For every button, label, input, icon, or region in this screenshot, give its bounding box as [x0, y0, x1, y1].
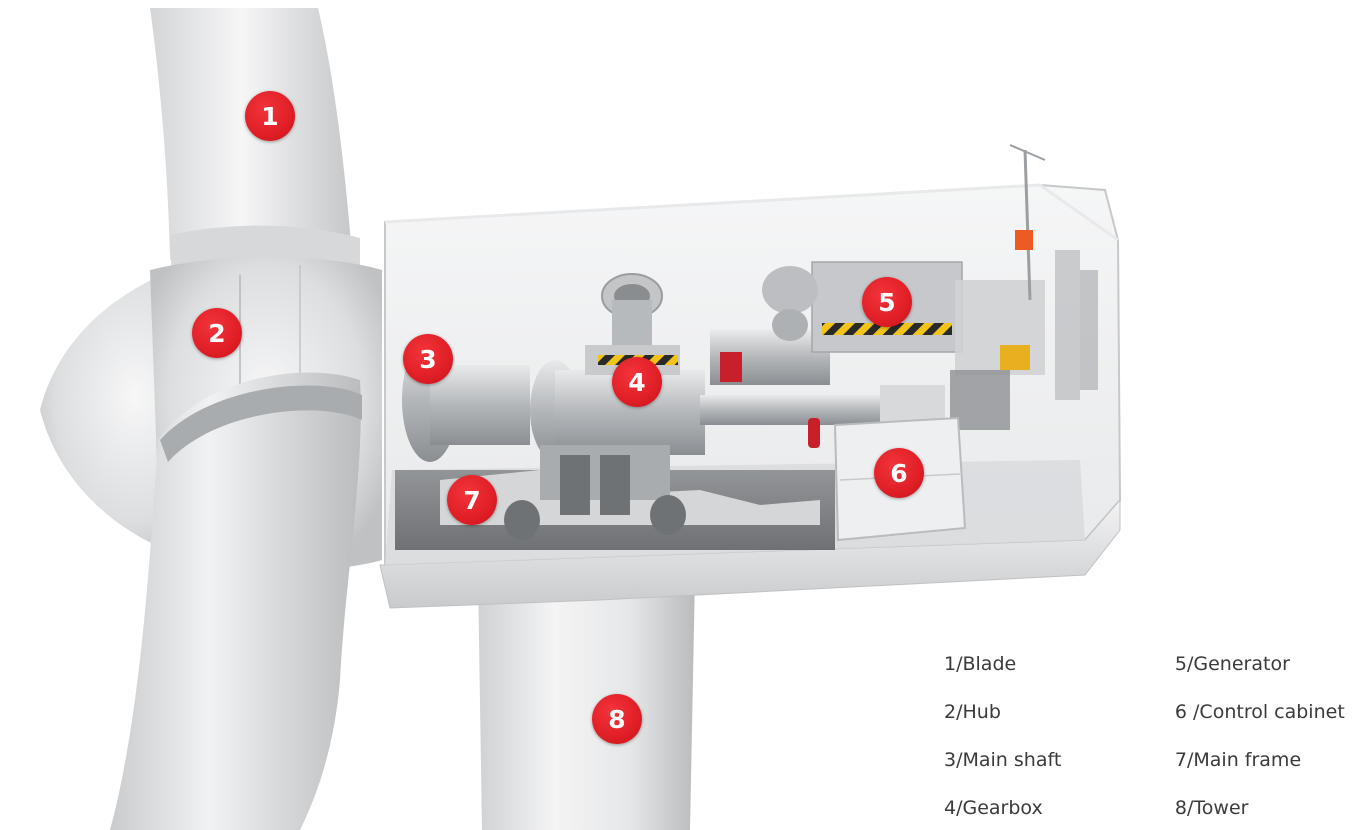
- legend-tower: 8/Tower: [1174, 797, 1249, 819]
- tower-marker: 8: [592, 694, 642, 744]
- legend-main-shaft: 3/Main shaft: [944, 749, 1062, 771]
- legend-row: 3/Main shaft 7/Main frame: [944, 736, 1364, 784]
- control-cabinet-marker: 6: [874, 448, 924, 498]
- parts-legend: 1/Blade 5/Generator 2/Hub 6 /Control cab…: [944, 640, 1364, 830]
- legend-gearbox: 4/Gearbox: [944, 797, 1043, 819]
- legend-row: 2/Hub 6 /Control cabinet: [944, 688, 1364, 736]
- blade-marker: 1: [245, 91, 295, 141]
- legend-main-frame: 7/Main frame: [1174, 749, 1302, 771]
- legend-row: 1/Blade 5/Generator: [944, 640, 1364, 688]
- hub-marker: 2: [192, 308, 242, 358]
- gearbox-marker: 4: [612, 357, 662, 407]
- legend-generator: 5/Generator: [1174, 653, 1290, 675]
- main-frame-marker: 7: [447, 475, 497, 525]
- legend-blade: 1/Blade: [944, 653, 1017, 675]
- legend-row: 4/Gearbox 8/Tower: [944, 784, 1364, 830]
- main-shaft-marker: 3: [403, 334, 453, 384]
- legend-control-cabinet: 6 /Control cabinet: [1174, 701, 1345, 723]
- generator-marker: 5: [862, 277, 912, 327]
- legend-hub: 2/Hub: [944, 701, 1001, 723]
